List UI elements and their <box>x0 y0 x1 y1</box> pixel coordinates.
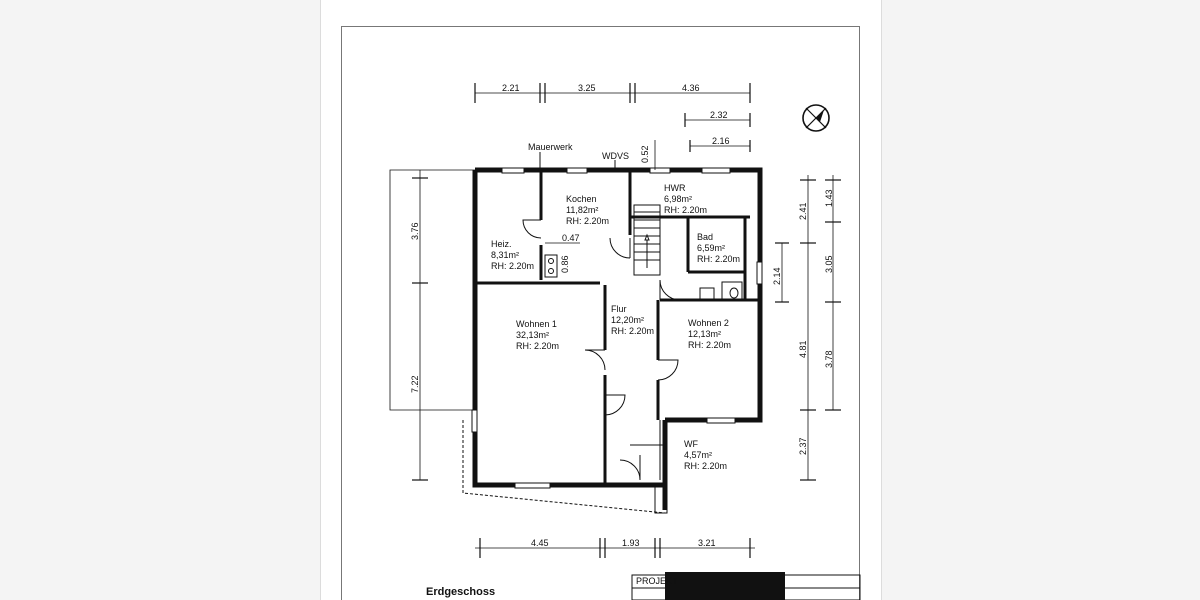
project-label: PROJEKT <box>636 576 678 586</box>
room-height: RH: 2.20m <box>688 340 731 350</box>
dim-top-5: 2.16 <box>712 136 730 146</box>
bathroom-fixtures <box>544 254 743 301</box>
room-name: WF <box>684 439 698 449</box>
dim-interior-2: 0.86 <box>560 255 570 273</box>
room-height: RH: 2.20m <box>611 326 654 336</box>
terrace-outline <box>462 420 668 514</box>
room-name: Flur <box>611 304 627 314</box>
dim-right-6: 3.78 <box>824 350 834 368</box>
room-area: 12,20m² <box>611 315 644 325</box>
redacted-area <box>665 572 785 600</box>
dim-left-1: 3.76 <box>410 222 420 240</box>
room-height: RH: 2.20m <box>566 216 609 226</box>
dim-top-4: 2.32 <box>710 110 728 120</box>
room-heiz: Heiz. 8,31m² RH: 2.20m <box>491 239 534 271</box>
drawing-title: Erdgeschoss <box>426 586 495 598</box>
room-area: 6,98m² <box>664 194 692 204</box>
dim-top-6: 0.52 <box>640 145 650 163</box>
dim-top-3: 4.36 <box>682 83 700 93</box>
dim-bottom-2: 1.93 <box>622 538 640 548</box>
room-area: 11,82m² <box>566 205 598 215</box>
dim-right-5: 4.81 <box>798 340 808 358</box>
dim-left-2: 7.22 <box>410 375 420 393</box>
room-wohnen-2: Wohnen 2 12,13m² RH: 2.20m <box>688 318 731 350</box>
dim-right-4: 3.05 <box>824 255 834 273</box>
dim-right-3: 2.14 <box>772 267 782 285</box>
room-wf: WF 4,57m² RH: 2.20m <box>684 439 727 471</box>
dim-interior-1: 0.47 <box>562 233 580 243</box>
north-arrow-icon <box>802 104 830 132</box>
doors <box>522 219 681 485</box>
room-area: 32,13m² <box>516 330 549 340</box>
room-wohnen-1: Wohnen 1 32,13m² RH: 2.20m <box>516 319 559 351</box>
label-wdvs: WDVS <box>602 151 629 161</box>
dim-bottom-3: 3.21 <box>698 538 716 548</box>
dim-right-7: 2.37 <box>798 437 808 455</box>
top-dimensions <box>474 83 751 170</box>
room-area: 8,31m² <box>491 250 519 260</box>
room-flur: Flur 12,20m² RH: 2.20m <box>611 304 654 336</box>
room-height: RH: 2.20m <box>491 261 534 271</box>
room-name: Kochen <box>566 194 597 204</box>
dim-top-1: 2.21 <box>502 83 520 93</box>
room-height: RH: 2.20m <box>697 254 740 264</box>
drawing-sheet <box>341 26 860 600</box>
title-block: PROJEKT <box>631 572 861 600</box>
room-name: Heiz. <box>491 239 512 249</box>
dim-right-2: 1.43 <box>824 189 834 207</box>
right-dimensions <box>775 175 841 481</box>
room-hwr: HWR 6,98m² RH: 2.20m <box>664 183 707 215</box>
room-name: HWR <box>664 183 686 193</box>
room-area: 12,13m² <box>688 329 721 339</box>
room-area: 6,59m² <box>697 243 725 253</box>
room-name: Bad <box>697 232 713 242</box>
bottom-dimensions <box>475 538 755 558</box>
label-mauerwerk: Mauerwerk <box>528 142 573 152</box>
room-area: 4,57m² <box>684 450 712 460</box>
room-height: RH: 2.20m <box>684 461 727 471</box>
left-dimensions <box>389 169 475 481</box>
dim-top-2: 3.25 <box>578 83 596 93</box>
stairs <box>633 204 661 276</box>
room-name: Wohnen 1 <box>516 319 557 329</box>
room-name: Wohnen 2 <box>688 318 729 328</box>
room-bad: Bad 6,59m² RH: 2.20m <box>697 232 740 264</box>
room-height: RH: 2.20m <box>664 205 707 215</box>
dim-right-1: 2.41 <box>798 202 808 220</box>
windows <box>471 167 763 489</box>
room-kochen: Kochen 11,82m² RH: 2.20m <box>566 194 609 226</box>
room-height: RH: 2.20m <box>516 341 559 351</box>
dim-bottom-1: 4.45 <box>531 538 549 548</box>
